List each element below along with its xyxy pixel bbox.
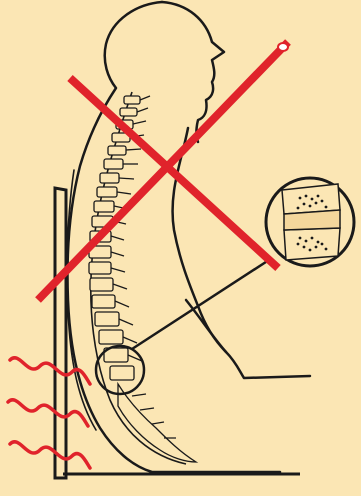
magnified-disc-icon [266,178,354,266]
red-cross-icon [38,42,288,300]
